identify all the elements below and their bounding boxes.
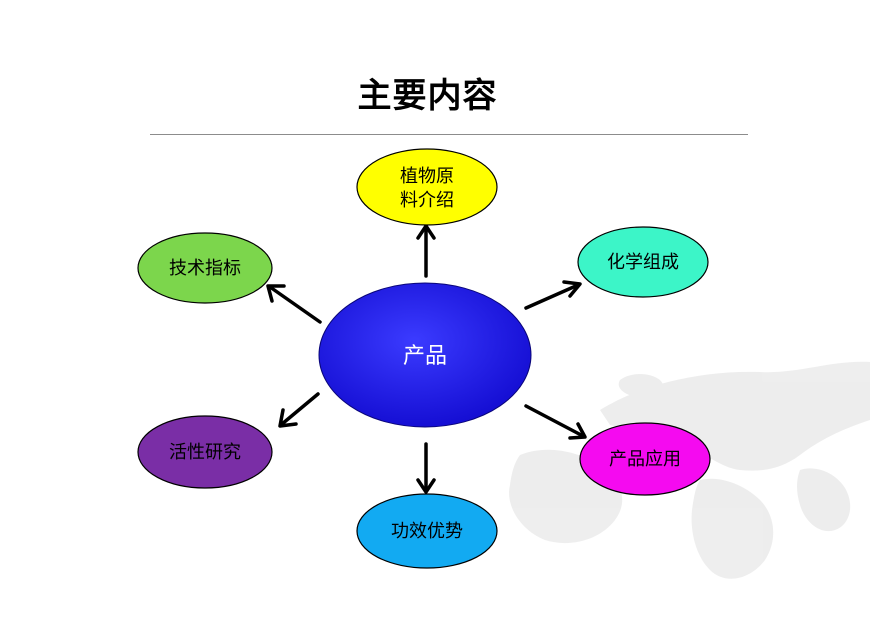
node-activity-ellipse: [137, 415, 273, 489]
node-technical-indicators[interactable]: 技术指标: [137, 232, 273, 304]
node-plant-label-line1: 植物原: [400, 166, 454, 187]
node-chem-label: 化学组成: [607, 252, 679, 273]
center-node-product[interactable]: 产品: [318, 282, 532, 428]
arrow-to-effect: [416, 442, 436, 494]
node-chemical-composition[interactable]: 化学组成: [577, 226, 709, 298]
arrow-to-chem: [524, 280, 582, 310]
connector-arrows: [266, 224, 587, 494]
node-efficacy-advantages[interactable]: 功效优势: [356, 493, 498, 569]
arrow-to-activity: [278, 392, 320, 428]
node-effect-ellipse: [356, 493, 498, 569]
title-divider: [150, 134, 748, 135]
node-plant-materials[interactable]: 植物原 料介绍: [356, 148, 498, 226]
arrow-to-plant: [416, 224, 436, 278]
node-app-label: 产品应用: [609, 449, 681, 470]
node-chem-ellipse: [577, 226, 709, 298]
center-label: 产品: [403, 344, 447, 369]
node-effect-label: 功效优势: [391, 521, 463, 542]
node-app-ellipse: [579, 422, 711, 496]
node-plant-label-line2: 料介绍: [400, 190, 454, 211]
node-tech-label: 技术指标: [169, 258, 241, 279]
node-plant-ellipse: [356, 148, 498, 226]
node-product-application[interactable]: 产品应用: [579, 422, 711, 496]
node-activity-label: 活性研究: [169, 442, 241, 463]
node-tech-ellipse: [137, 232, 273, 304]
node-activity-research[interactable]: 活性研究: [137, 415, 273, 489]
page-title: 主要内容: [357, 76, 498, 116]
arrow-to-tech: [266, 284, 322, 324]
arrow-to-app: [524, 404, 587, 440]
center-ellipse: [318, 282, 532, 428]
